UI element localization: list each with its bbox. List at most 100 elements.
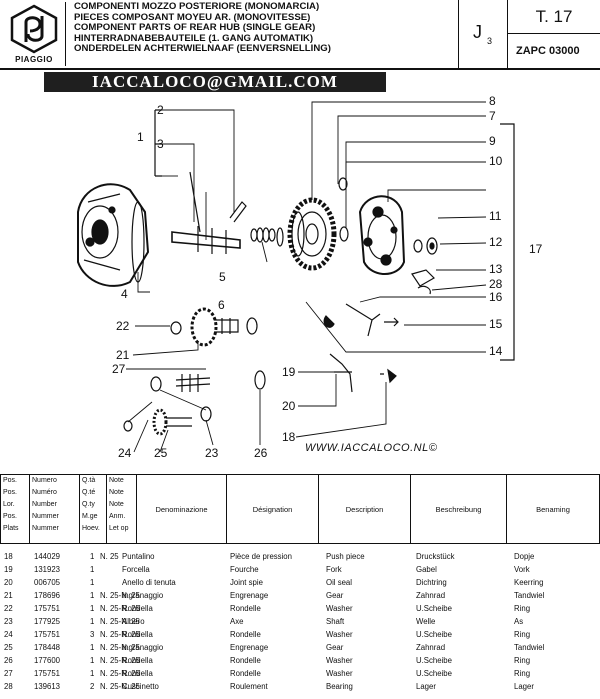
- title-en: COMPONENT PARTS OF REAR HUB (SINGLE GEAR…: [74, 22, 316, 34]
- callout-23: 23: [205, 446, 219, 460]
- table-cell: 1: [90, 565, 95, 574]
- table-cell: Gear: [326, 591, 344, 600]
- piaggio-logo: PIAGGIO: [2, 2, 66, 66]
- table-cell: 2: [90, 682, 95, 691]
- hub-housing: [77, 183, 150, 287]
- table-cell: 18: [4, 552, 13, 561]
- callout-25: 25: [154, 446, 168, 460]
- table-cell: 1: [90, 578, 95, 587]
- title-block: COMPONENTI MOZZO POSTERIORE (MONOMARCIA)…: [74, 1, 454, 55]
- washer-26: [254, 370, 266, 390]
- table-cell: Gabel: [416, 565, 437, 574]
- main-shaft: [171, 171, 247, 254]
- table-cell: 1: [90, 656, 95, 665]
- table-cell: Oil seal: [326, 578, 352, 587]
- table-cell: U.Scheibe: [416, 656, 452, 665]
- col-pos-header: Pos.Pos.Lor.Pos.Plats: [0, 474, 30, 544]
- table-cell: Pièce de pression: [230, 552, 292, 561]
- table-cell: Rondelle: [230, 604, 261, 613]
- col-beschreibung-header: Beschreibung: [411, 474, 507, 544]
- table-cell: Ring: [514, 604, 531, 613]
- title-it: COMPONENTI MOZZO POSTERIORE (MONOMARCIA): [74, 1, 320, 12]
- table-cell: 131923: [34, 565, 61, 574]
- washer-24: [123, 420, 133, 432]
- table-cell: Axe: [230, 617, 244, 626]
- col-designation-header: Désignation: [227, 474, 319, 544]
- table-cell: 1: [90, 669, 95, 678]
- table-cell: Vork: [514, 565, 530, 574]
- exploded-diagram: 1 2 3 4 5 6 7 8 9 10 11 12 13 14 15 16 1…: [0, 92, 600, 472]
- table-cell: Ring: [514, 656, 531, 665]
- table-cell: Washer: [326, 604, 353, 613]
- table-cell: Rondella: [122, 656, 153, 665]
- table-cell: U.Scheibe: [416, 669, 452, 678]
- callout-28: 28: [489, 277, 503, 291]
- table-cell: Keerring: [514, 578, 544, 587]
- table-cell: 19: [4, 565, 13, 574]
- table-cell: N. 25-N. 25: [100, 682, 140, 691]
- page-header: PIAGGIO COMPONENTI MOZZO POSTERIORE (MON…: [0, 0, 600, 70]
- table-cell: N. 25-N. 25: [100, 617, 140, 626]
- table-cell: Lager: [416, 682, 436, 691]
- callout-2: 2: [157, 103, 164, 117]
- table-cell: Rondella: [122, 630, 153, 639]
- callout-9: 9: [489, 134, 496, 148]
- callout-17: 17: [529, 242, 543, 256]
- col-description-header: Description: [319, 474, 411, 544]
- callout-3: 3: [157, 137, 164, 151]
- intermediate-gear: [190, 307, 239, 347]
- spring: [250, 227, 284, 247]
- callout-26: 26: [254, 446, 268, 460]
- table-cell: 139613: [34, 682, 61, 691]
- callout-18: 18: [282, 430, 296, 444]
- table-cell: N. 25-N. 25: [100, 604, 140, 613]
- table-cell: 175751: [34, 669, 61, 678]
- table-cell: Puntalino: [122, 552, 155, 561]
- table-cell: 144029: [34, 552, 61, 561]
- table-cell: Gear: [326, 643, 344, 652]
- table-cell: 24: [4, 630, 13, 639]
- section-letter: J: [473, 22, 482, 42]
- output-gear: [152, 408, 192, 436]
- table-cell: Washer: [326, 630, 353, 639]
- email-watermark: IACCALOCO@GMAIL.COM: [44, 72, 386, 92]
- callout-8: 8: [489, 94, 496, 108]
- callout-5: 5: [219, 270, 226, 284]
- table-cell: Fourche: [230, 565, 259, 574]
- table-cell: Lager: [514, 682, 534, 691]
- table-cell: Bearing: [326, 682, 353, 691]
- table-cell: As: [514, 617, 524, 626]
- fork-lever: [323, 303, 399, 337]
- callout-12: 12: [489, 235, 503, 249]
- part-12: [413, 237, 438, 255]
- table-cell: Zahnrad: [416, 591, 446, 600]
- bracket-17: [500, 123, 515, 361]
- table-cell: Zahnrad: [416, 643, 446, 652]
- callout-15: 15: [489, 317, 503, 331]
- table-cell: Rondelle: [230, 669, 261, 678]
- table-cell: 25: [4, 643, 13, 652]
- table-cell: 21: [4, 591, 13, 600]
- callout-11: 11: [489, 209, 502, 223]
- ring-10: [339, 226, 349, 242]
- callout-16: 16: [489, 290, 503, 304]
- table-cell: 23: [4, 617, 13, 626]
- title-fr: PIECES COMPOSANT MOYEU AR. (MONOVITESSE): [74, 11, 311, 23]
- table-cell: N. 25-N. 25: [100, 643, 140, 652]
- table-cell: U.Scheibe: [416, 604, 452, 613]
- col-benaming-header: Benaming: [507, 474, 600, 544]
- table-cell: 178448: [34, 643, 61, 652]
- table-cell: Rondelle: [230, 630, 261, 639]
- title-de: HINTERRADNABEBAUTEILE (1. GANG AUTOMATIK…: [74, 32, 314, 44]
- parts-drawing: [77, 101, 515, 453]
- table-cell: Cuscinetto: [122, 682, 159, 691]
